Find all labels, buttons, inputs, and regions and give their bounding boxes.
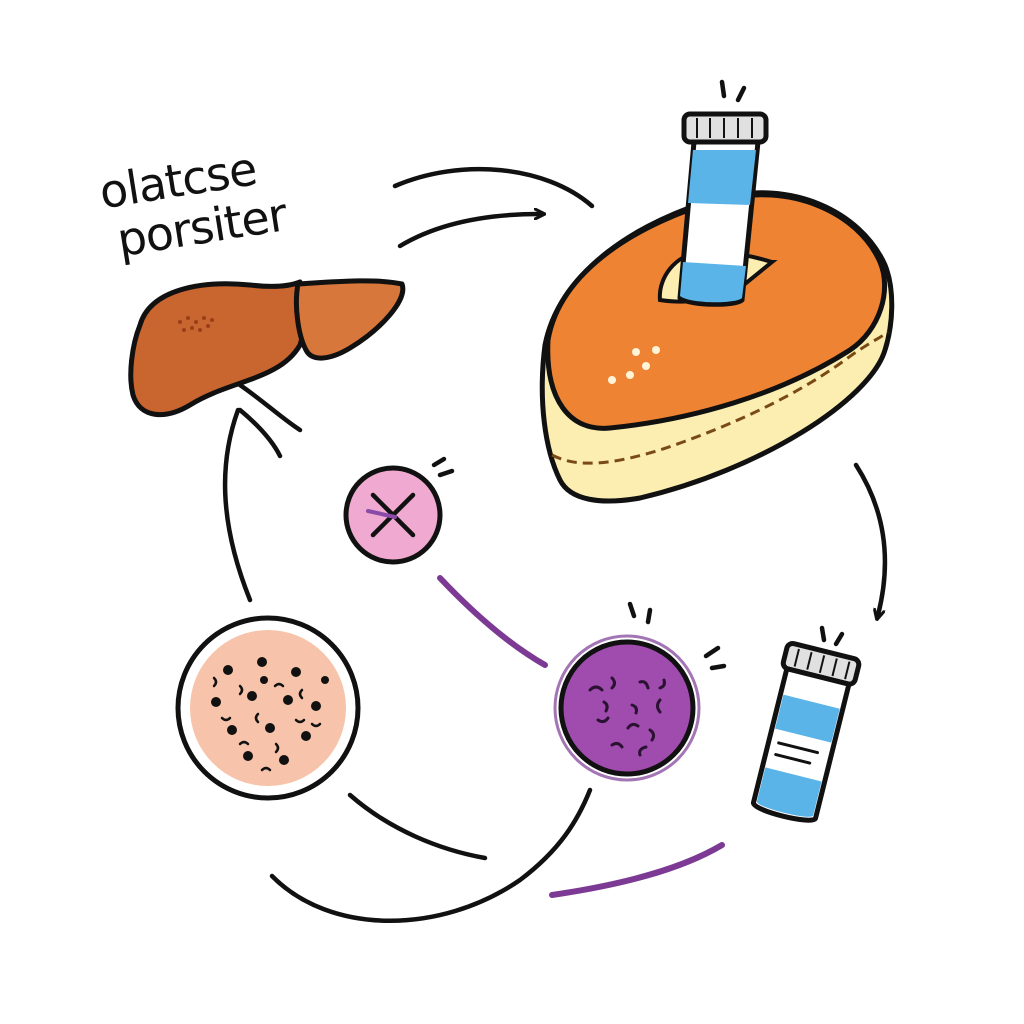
purple-cell-icon: [553, 634, 701, 782]
purple-stroke-bottom: [549, 842, 725, 898]
blocked-cell-icon: [343, 465, 443, 565]
small-vial-icon: [750, 641, 862, 823]
purple-strokes: [437, 575, 725, 898]
cycle-arrows: [222, 79, 888, 923]
arrow-liver-stroke-b: [237, 407, 283, 459]
cell-spark-lines-a: [431, 456, 455, 478]
arrow-left-up-to-liver: [222, 407, 253, 603]
cell-spark-lines-b: [627, 601, 727, 671]
small-vial-spark-lines: [819, 625, 845, 647]
arrow-right-down-to-vial: [853, 462, 888, 615]
arrow-bottom-left-a: [347, 792, 488, 861]
arrow-liver-stroke-a: [237, 382, 303, 433]
speckled-cell-icon: [175, 615, 361, 801]
arrow-bottom-left-b: [269, 787, 593, 923]
arrow-top-upper: [392, 166, 595, 209]
vial-spark-lines: [719, 79, 747, 103]
vial-icon: [677, 111, 769, 307]
purple-stroke-cell-link: [437, 575, 548, 668]
arrow-top-lower-to-cake: [397, 214, 540, 249]
liver-icon: [128, 278, 406, 418]
